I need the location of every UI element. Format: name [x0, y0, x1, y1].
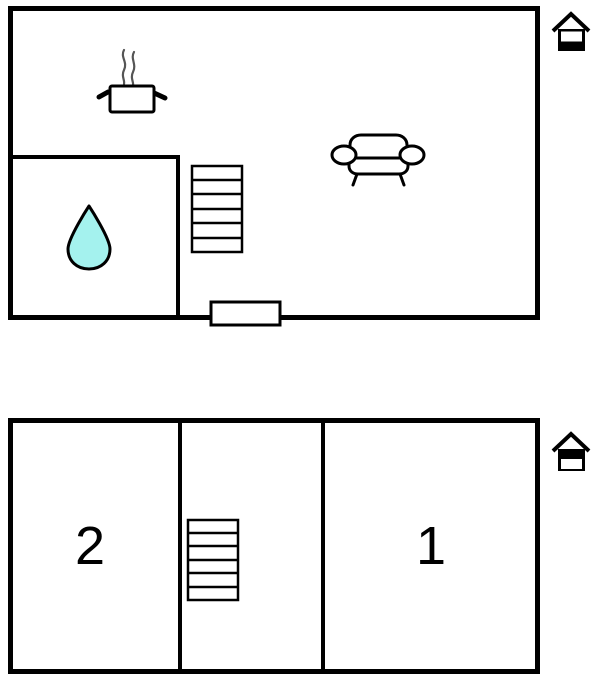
- door-icon: [209, 300, 282, 327]
- lower-level-outline: [8, 418, 540, 674]
- staircase-icon-lower: [186, 518, 240, 602]
- house-lower-icon: [551, 431, 591, 471]
- room-label-bedroom-1: 1: [416, 516, 446, 576]
- house-upper-icon: [551, 11, 591, 51]
- water-drop-icon: [66, 204, 112, 271]
- cooking-pot-icon: [96, 48, 168, 114]
- lower-level-group: 2 1: [8, 418, 591, 674]
- room-label-bedroom-2: 2: [75, 516, 105, 576]
- upper-level-group: [8, 6, 591, 327]
- room-bathroom-walls: [8, 155, 180, 318]
- sofa-icon: [330, 133, 426, 187]
- staircase-icon-upper: [190, 164, 244, 254]
- upper-level-outline: [8, 6, 540, 320]
